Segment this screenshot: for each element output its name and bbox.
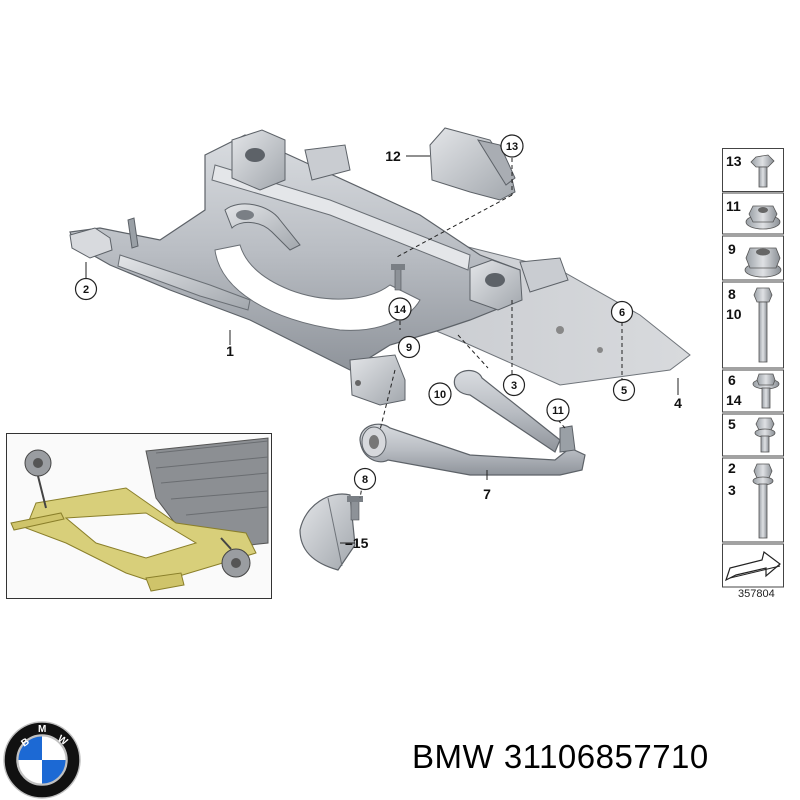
label-15: –15: [345, 535, 369, 551]
label-1: 1: [226, 343, 234, 359]
control-arm-7: [359, 423, 586, 476]
svg-text:13: 13: [506, 141, 518, 153]
bolt-14-head: [391, 264, 405, 270]
callout-9: 9: [397, 335, 421, 359]
subframe-strut: [117, 254, 251, 311]
svg-text:5: 5: [621, 385, 627, 397]
callout-13: 13: [500, 134, 524, 158]
callout-8: 8: [353, 467, 377, 491]
callout-10: 10: [428, 382, 452, 406]
svg-text:6: 6: [619, 307, 625, 319]
bmw-logo: B M W: [3, 721, 81, 799]
mount-bracket-left: [304, 144, 351, 181]
svg-text:2: 2: [83, 284, 89, 296]
callout-14: 14: [388, 297, 412, 321]
mount-bushing: [245, 148, 265, 162]
inset-hub-right-center: [231, 558, 241, 568]
plate-hole: [597, 347, 603, 353]
fastener-side-panel: 13 11 9 8 10 6 14 5 2 3: [722, 148, 784, 588]
fastener-5-bolt: [754, 417, 776, 453]
callout-2: 2: [74, 277, 98, 301]
panel-cell-2-3: [722, 457, 784, 543]
mount-bracket-right: [519, 257, 569, 293]
svg-text:9: 9: [406, 342, 412, 354]
subframe-crossmember: [211, 164, 471, 271]
label-7: 7: [483, 486, 491, 502]
fastener-9-hex-nut: [744, 247, 782, 278]
panel-cell-13: [722, 148, 784, 192]
bolt-8-shaft: [350, 499, 360, 521]
callout-6: 6: [610, 300, 634, 324]
inset-overview-image: [6, 433, 272, 599]
ball-joint: [559, 425, 576, 453]
panel-label-8: 8: [728, 286, 736, 302]
inset-battery-lines: [155, 440, 269, 516]
callout-3: 3: [502, 373, 526, 397]
fastener-13-flange-bolt: [750, 154, 775, 188]
panel-label-13: 13: [726, 153, 742, 169]
fastener-6-14-flange-bolt: [752, 373, 780, 409]
svg-text:10: 10: [434, 389, 446, 401]
bracket-12-flange: [476, 139, 516, 186]
bracket-bolt: [355, 380, 361, 386]
fastener-2-3-long-bolt: [752, 463, 774, 539]
inset-strut-right: [220, 537, 232, 550]
svg-text:M: M: [38, 724, 46, 735]
subframe-hole: [236, 210, 254, 220]
inset-subframe-opening: [64, 512, 198, 559]
svg-text:8: 8: [362, 474, 368, 486]
inset-strut-left: [37, 475, 47, 509]
svg-text:14: 14: [394, 304, 407, 316]
control-arm-7-rear-link: [453, 369, 561, 453]
callout-11: 11: [546, 398, 570, 422]
fastener-11-flange-nut: [745, 205, 781, 230]
panel-label-14: 14: [726, 392, 742, 408]
inset-arm-left: [10, 512, 65, 531]
panel-label-10: 10: [726, 306, 742, 322]
panel-label-2: 2: [728, 460, 736, 476]
subframe-opening: [214, 244, 421, 331]
panel-cell-8-10: [722, 281, 784, 369]
callout-5: 5: [612, 378, 636, 402]
fastener-8-10-long-bolt: [753, 287, 773, 363]
svg-text:3: 3: [511, 380, 517, 392]
diagram-number: 357804: [738, 588, 775, 600]
subframe-front-arm: [69, 227, 113, 259]
mount-bushing: [485, 273, 505, 287]
bolt-14-shaft: [394, 267, 402, 291]
part-number-caption: BMW 31106857710: [412, 738, 709, 775]
subframe-pin: [127, 217, 139, 249]
panel-label-3: 3: [728, 482, 736, 498]
inset-arm-right: [145, 572, 185, 592]
panel-label-6: 6: [728, 372, 736, 388]
control-arm-bushing-hole: [369, 435, 379, 449]
panel-label-9: 9: [728, 241, 736, 257]
panel-label-11: 11: [726, 198, 741, 214]
label-4: 4: [674, 395, 682, 411]
protective-cap-15: [299, 493, 356, 571]
bolt-8-head: [347, 496, 363, 502]
label-12: 12: [385, 148, 401, 164]
subframe-front-bracket: [349, 354, 406, 406]
cap-seam: [327, 497, 343, 567]
inset-hub-left-center: [33, 458, 43, 468]
direction-arrow-icon: [724, 550, 781, 582]
svg-text:11: 11: [552, 405, 564, 417]
panel-label-5: 5: [728, 416, 736, 432]
plate-hole: [556, 326, 564, 334]
